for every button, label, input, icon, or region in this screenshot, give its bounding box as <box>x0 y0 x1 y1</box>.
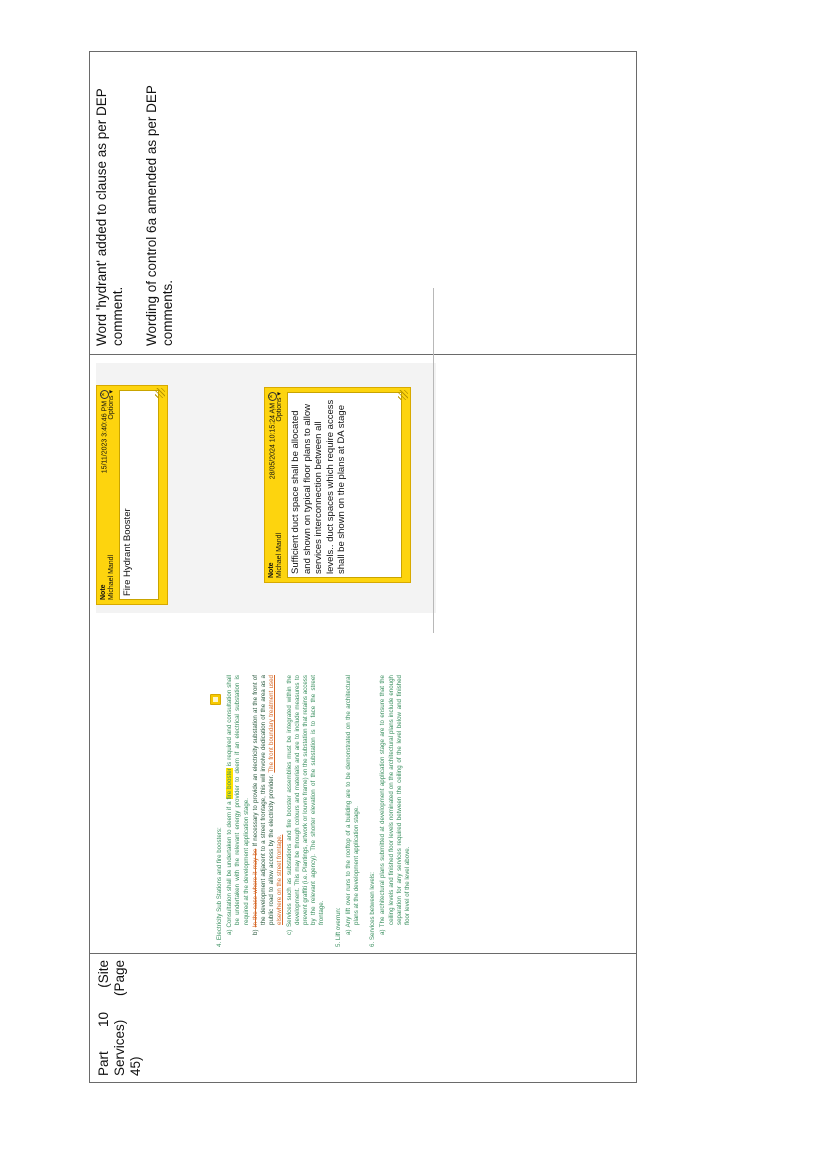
note-author: Michael Mandl <box>276 532 283 578</box>
clause-4b: b) In the case where it may be If necess… <box>251 675 284 935</box>
resize-grip-icon[interactable] <box>398 390 408 400</box>
options-menu[interactable]: Options ▾ <box>108 390 115 420</box>
section-6-heading: 6. Services between levels: <box>369 872 377 947</box>
options-menu[interactable]: Options ▾ <box>276 392 283 422</box>
amendments-table: Part 10 (Site Services) (Page 45) 4. Ele… <box>89 51 637 1083</box>
connector-line <box>433 288 434 633</box>
comment-hydrant: Word 'hydrant' added to clause as per DE… <box>94 88 125 346</box>
table-row: Part 10 (Site Services) (Page 45) 4. Ele… <box>89 51 637 1083</box>
document-excerpt-cell: 4. Electricity Sub Stations and fire boo… <box>89 288 637 954</box>
section-4-heading: 4. Electricity Sub Stations and fire boo… <box>216 827 223 947</box>
note-author: Michael Mandl <box>108 554 115 600</box>
clause-5a: a) Any lift over runs to the rooftop of … <box>344 675 361 935</box>
clause-4c: c) Services such as substations and fire… <box>285 675 326 935</box>
clause-4a: a) Consultation shall be undertaken to d… <box>226 675 250 935</box>
section-5-heading: 5. Lift overrun: <box>334 907 342 947</box>
deleted-text: In the case where it may be <box>251 848 259 928</box>
part-cell: Part 10 (Site Services) (Page 45) <box>89 953 637 1083</box>
clause-6a: a) The architectural plans submitted at … <box>379 675 412 935</box>
part-label: Part 10 (Site Services) (Page 45) <box>96 960 143 1076</box>
highlighted-fire-booster: fire booster <box>226 768 234 800</box>
clause-text: 4. Electricity Sub Stations and fire boo… <box>210 675 413 947</box>
note-body[interactable]: Sufficient duct space shall be allocated… <box>287 392 402 578</box>
comments-cell: Word 'hydrant' added to clause as per DE… <box>89 51 637 355</box>
note-popup-hydrant[interactable]: Note Michael Mandl 15/11/2023 3:40:46 PM… <box>96 385 168 605</box>
resize-grip-icon[interactable] <box>155 388 165 398</box>
rotated-page: Part 10 (Site Services) (Page 45) 4. Ele… <box>89 51 637 1083</box>
note-comment-icon[interactable] <box>210 694 221 705</box>
note-popup-duct-space[interactable]: Note Michael Mandl 28/05/2024 10:15:24 A… <box>264 387 411 583</box>
comment-control-6a: Wording of control 6a amended as per DEP… <box>144 85 175 346</box>
note-body[interactable]: Fire Hydrant Booster <box>119 390 159 600</box>
document-excerpt: 4. Electricity Sub Stations and fire boo… <box>90 288 636 953</box>
